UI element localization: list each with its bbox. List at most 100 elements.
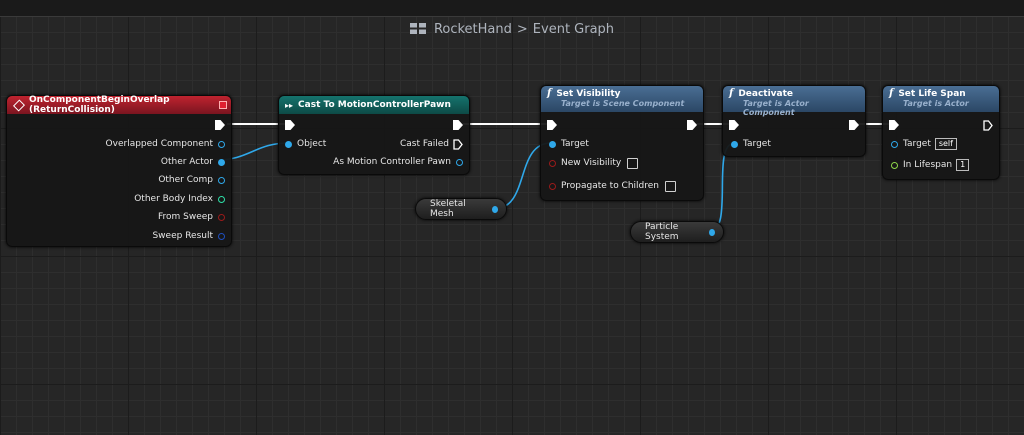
set-visibility-target-pin[interactable] [549,140,556,148]
breadcrumb-graph[interactable]: Event Graph [532,22,615,37]
cast-failed-label: Cast Failed [400,139,449,149]
deactivate-header[interactable]: f Deactivate Target is Actor Component [723,86,865,117]
pin-row-sweep-result: Sweep Result [152,229,225,243]
particle-system-variable-node[interactable]: Particle System [630,221,724,243]
in-lifespan-value[interactable]: 1 [956,159,970,171]
other-actor-pin[interactable] [218,158,225,166]
cast-title: Cast To MotionControllerPawn [298,100,451,110]
deactivate-exec-out-row [849,118,859,132]
pin-row-overlapped-component: Overlapped Component [106,137,225,151]
deactivate-exec-in-pin[interactable] [729,120,739,130]
exec-out-row [215,118,225,132]
set-visibility-new-visibility-row: New Visibility [549,156,639,170]
cast-as-pawn-row: As Motion Controller Pawn [333,155,463,169]
deactivate-title: Deactivate [738,88,794,99]
other-body-index-pin[interactable] [218,195,225,203]
breadcrumb-separator: > [516,22,528,37]
delegate-output-pin[interactable] [219,101,227,109]
set-visibility-exec-out-row [687,118,697,132]
cast-as-pawn-label: As Motion Controller Pawn [333,157,451,167]
cast-header[interactable]: ▸▸ Cast To MotionControllerPawn [279,96,469,114]
begin-overlap-title: OnComponentBeginOverlap (ReturnCollision… [28,95,170,115]
breadcrumb: RocketHand > Event Graph [0,22,1024,37]
other-comp-pin[interactable] [218,176,225,184]
new-visibility-label: New Visibility [561,158,622,168]
function-icon: f [889,88,894,99]
sweep-result-pin[interactable] [218,232,225,240]
set-visibility-exec-in-pin[interactable] [547,120,557,130]
set-life-span-header[interactable]: f Set Life Span Target is Actor [883,86,999,112]
cast-exec-in-row [285,118,295,132]
pin-label-other-comp: Other Comp [158,175,213,185]
pin-row-other-comp: Other Comp [158,173,225,187]
cast-exec-out-row [453,118,463,132]
pin-label-from-sweep: From Sweep [157,212,213,222]
blueprint-grid-icon [409,23,426,34]
set-life-span-target-value[interactable]: self [934,138,957,150]
cast-object-label: Object [297,139,327,149]
overlapped-component-pin[interactable] [218,140,225,148]
pin-row-other-actor: Other Actor [161,155,225,169]
pin-label-other-body-index: Other Body Index [134,194,213,204]
set-life-span-exec-in-row [889,118,899,132]
skeletal-mesh-variable-node[interactable]: Skeletal Mesh [415,198,507,220]
cast-exec-out-pin[interactable] [453,120,463,130]
skeletal-mesh-label: Skeletal Mesh [430,199,466,219]
set-life-span-exec-out-pin[interactable] [983,119,993,131]
from-sweep-pin[interactable] [218,213,225,221]
deactivate-target-label: Target [743,139,771,149]
pin-label-other-actor: Other Actor [160,157,213,167]
set-life-span-target-row: Target self [891,137,957,151]
set-life-span-node[interactable]: f Set Life Span Target is Actor Target se… [882,85,1000,180]
pin-label-sweep-result: Sweep Result [152,231,213,241]
deactivate-node[interactable]: f Deactivate Target is Actor Component Ta… [722,85,866,157]
cast-object-row: Object [285,137,326,151]
function-icon: f [547,88,552,99]
cast-node[interactable]: ▸▸ Cast To MotionControllerPawn Object C… [278,95,470,175]
pin-row-from-sweep: From Sweep [158,210,225,224]
propagate-to-children-label: Propagate to Children [561,181,660,191]
set-visibility-header[interactable]: f Set Visibility Target is Scene Componen… [541,86,703,112]
pin-row-other-body-index: Other Body Index [134,192,225,206]
begin-overlap-header[interactable]: OnComponentBeginOverlap (ReturnCollision… [7,95,231,115]
set-life-span-target-pin[interactable] [891,140,898,148]
pin-label-overlapped-component: Overlapped Component [105,139,213,149]
cast-object-pin[interactable] [285,140,292,148]
new-visibility-checkbox[interactable] [627,157,639,169]
event-diamond-icon [12,99,25,111]
in-lifespan-label: In Lifespan [903,160,953,170]
top-toolbar-strip [0,0,1024,17]
set-visibility-propagate-row: Propagate to Children [549,179,677,193]
skeletal-mesh-out-pin[interactable] [491,205,498,213]
deactivate-target-row: Target [731,137,771,151]
set-visibility-target-row: Target [549,137,589,151]
particle-system-label: Particle System [645,222,679,242]
particle-system-out-pin[interactable] [709,228,715,236]
set-life-span-exec-in-pin[interactable] [889,120,899,130]
exec-out-pin[interactable] [215,120,225,130]
in-lifespan-pin[interactable] [891,161,898,169]
deactivate-target-pin[interactable] [731,140,738,148]
function-icon: f [729,88,734,99]
breadcrumb-blueprint[interactable]: RocketHand [433,22,512,37]
set-visibility-exec-out-pin[interactable] [687,120,697,130]
new-visibility-pin[interactable] [549,159,556,167]
deactivate-exec-in-row [729,118,739,132]
propagate-to-children-checkbox[interactable] [665,180,677,192]
set-visibility-target-label: Target [561,139,589,149]
set-visibility-title: Set Visibility [556,88,621,99]
set-life-span-subtitle: Target is Actor [903,99,969,108]
set-visibility-subtitle: Target is Scene Component [561,99,685,108]
set-life-span-lifespan-row: In Lifespan 1 [891,158,970,172]
propagate-to-children-pin[interactable] [549,182,556,190]
deactivate-subtitle: Target is Actor Component [743,99,809,117]
set-visibility-node[interactable]: f Set Visibility Target is Scene Componen… [540,85,704,201]
set-visibility-exec-in-row [547,118,557,132]
cast-failed-exec-pin[interactable] [453,138,463,150]
cast-as-pawn-pin[interactable] [456,158,463,166]
cast-exec-in-pin[interactable] [285,120,295,130]
cast-arrows-icon: ▸▸ [285,100,294,110]
begin-overlap-event-node[interactable]: OnComponentBeginOverlap (ReturnCollision… [6,95,232,247]
deactivate-exec-out-pin[interactable] [849,120,859,130]
set-life-span-title: Set Life Span [898,88,966,99]
